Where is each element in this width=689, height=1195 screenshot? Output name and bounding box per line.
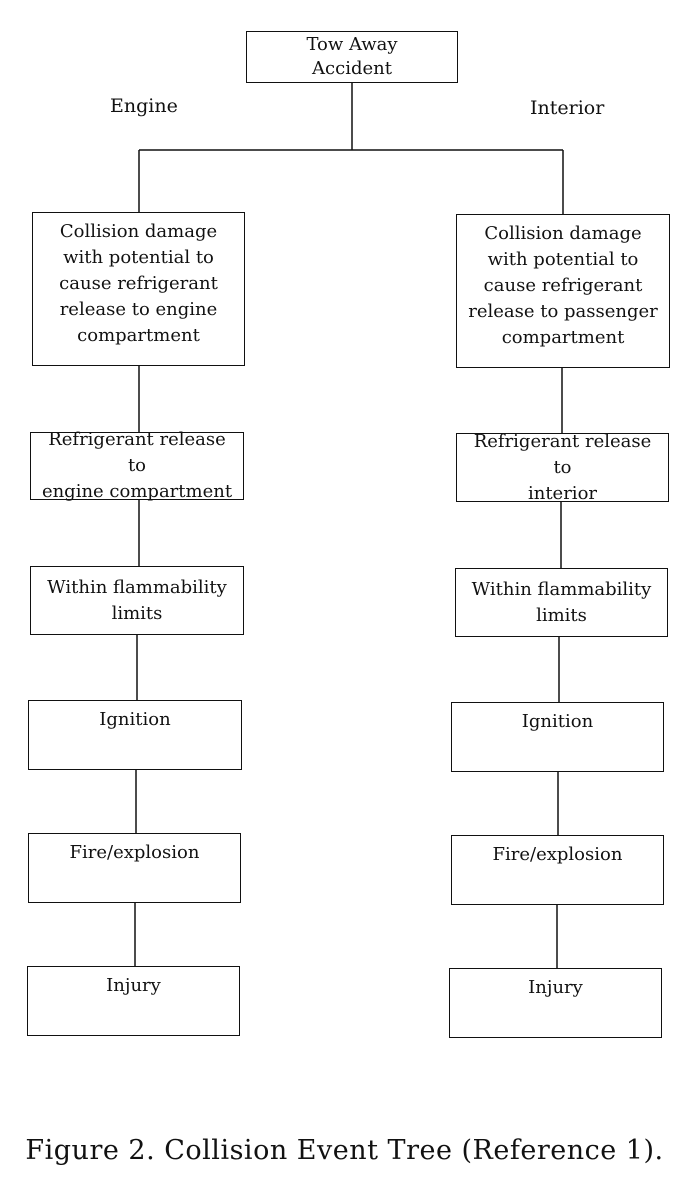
engine-step-injury: Injury bbox=[27, 966, 240, 1036]
interior-step-injury: Injury bbox=[449, 968, 662, 1038]
interior-step-collision-damage: Collision damage with potential to cause… bbox=[456, 214, 670, 368]
engine-step-collision-damage: Collision damage with potential to cause… bbox=[32, 212, 245, 366]
root-node: Tow Away Accident bbox=[246, 31, 458, 83]
engine-step-ignition: Ignition bbox=[28, 700, 242, 770]
interior-step-ignition: Ignition bbox=[451, 702, 664, 772]
engine-step-refrigerant-release: Refrigerant release to engine compartmen… bbox=[30, 429, 244, 502]
interior-step-flammability: Within flammability limits bbox=[455, 568, 668, 637]
branch-label-engine: Engine bbox=[110, 95, 178, 117]
interior-step-fire-explosion: Fire/explosion bbox=[451, 835, 664, 905]
figure-caption: Figure 2. Collision Event Tree (Referenc… bbox=[25, 1135, 664, 1166]
branch-label-interior: Interior bbox=[530, 97, 605, 119]
interior-step-refrigerant-release: Refrigerant release to interior bbox=[456, 431, 669, 504]
engine-step-flammability: Within flammability limits bbox=[30, 566, 244, 635]
engine-step-fire-explosion: Fire/explosion bbox=[28, 833, 241, 903]
